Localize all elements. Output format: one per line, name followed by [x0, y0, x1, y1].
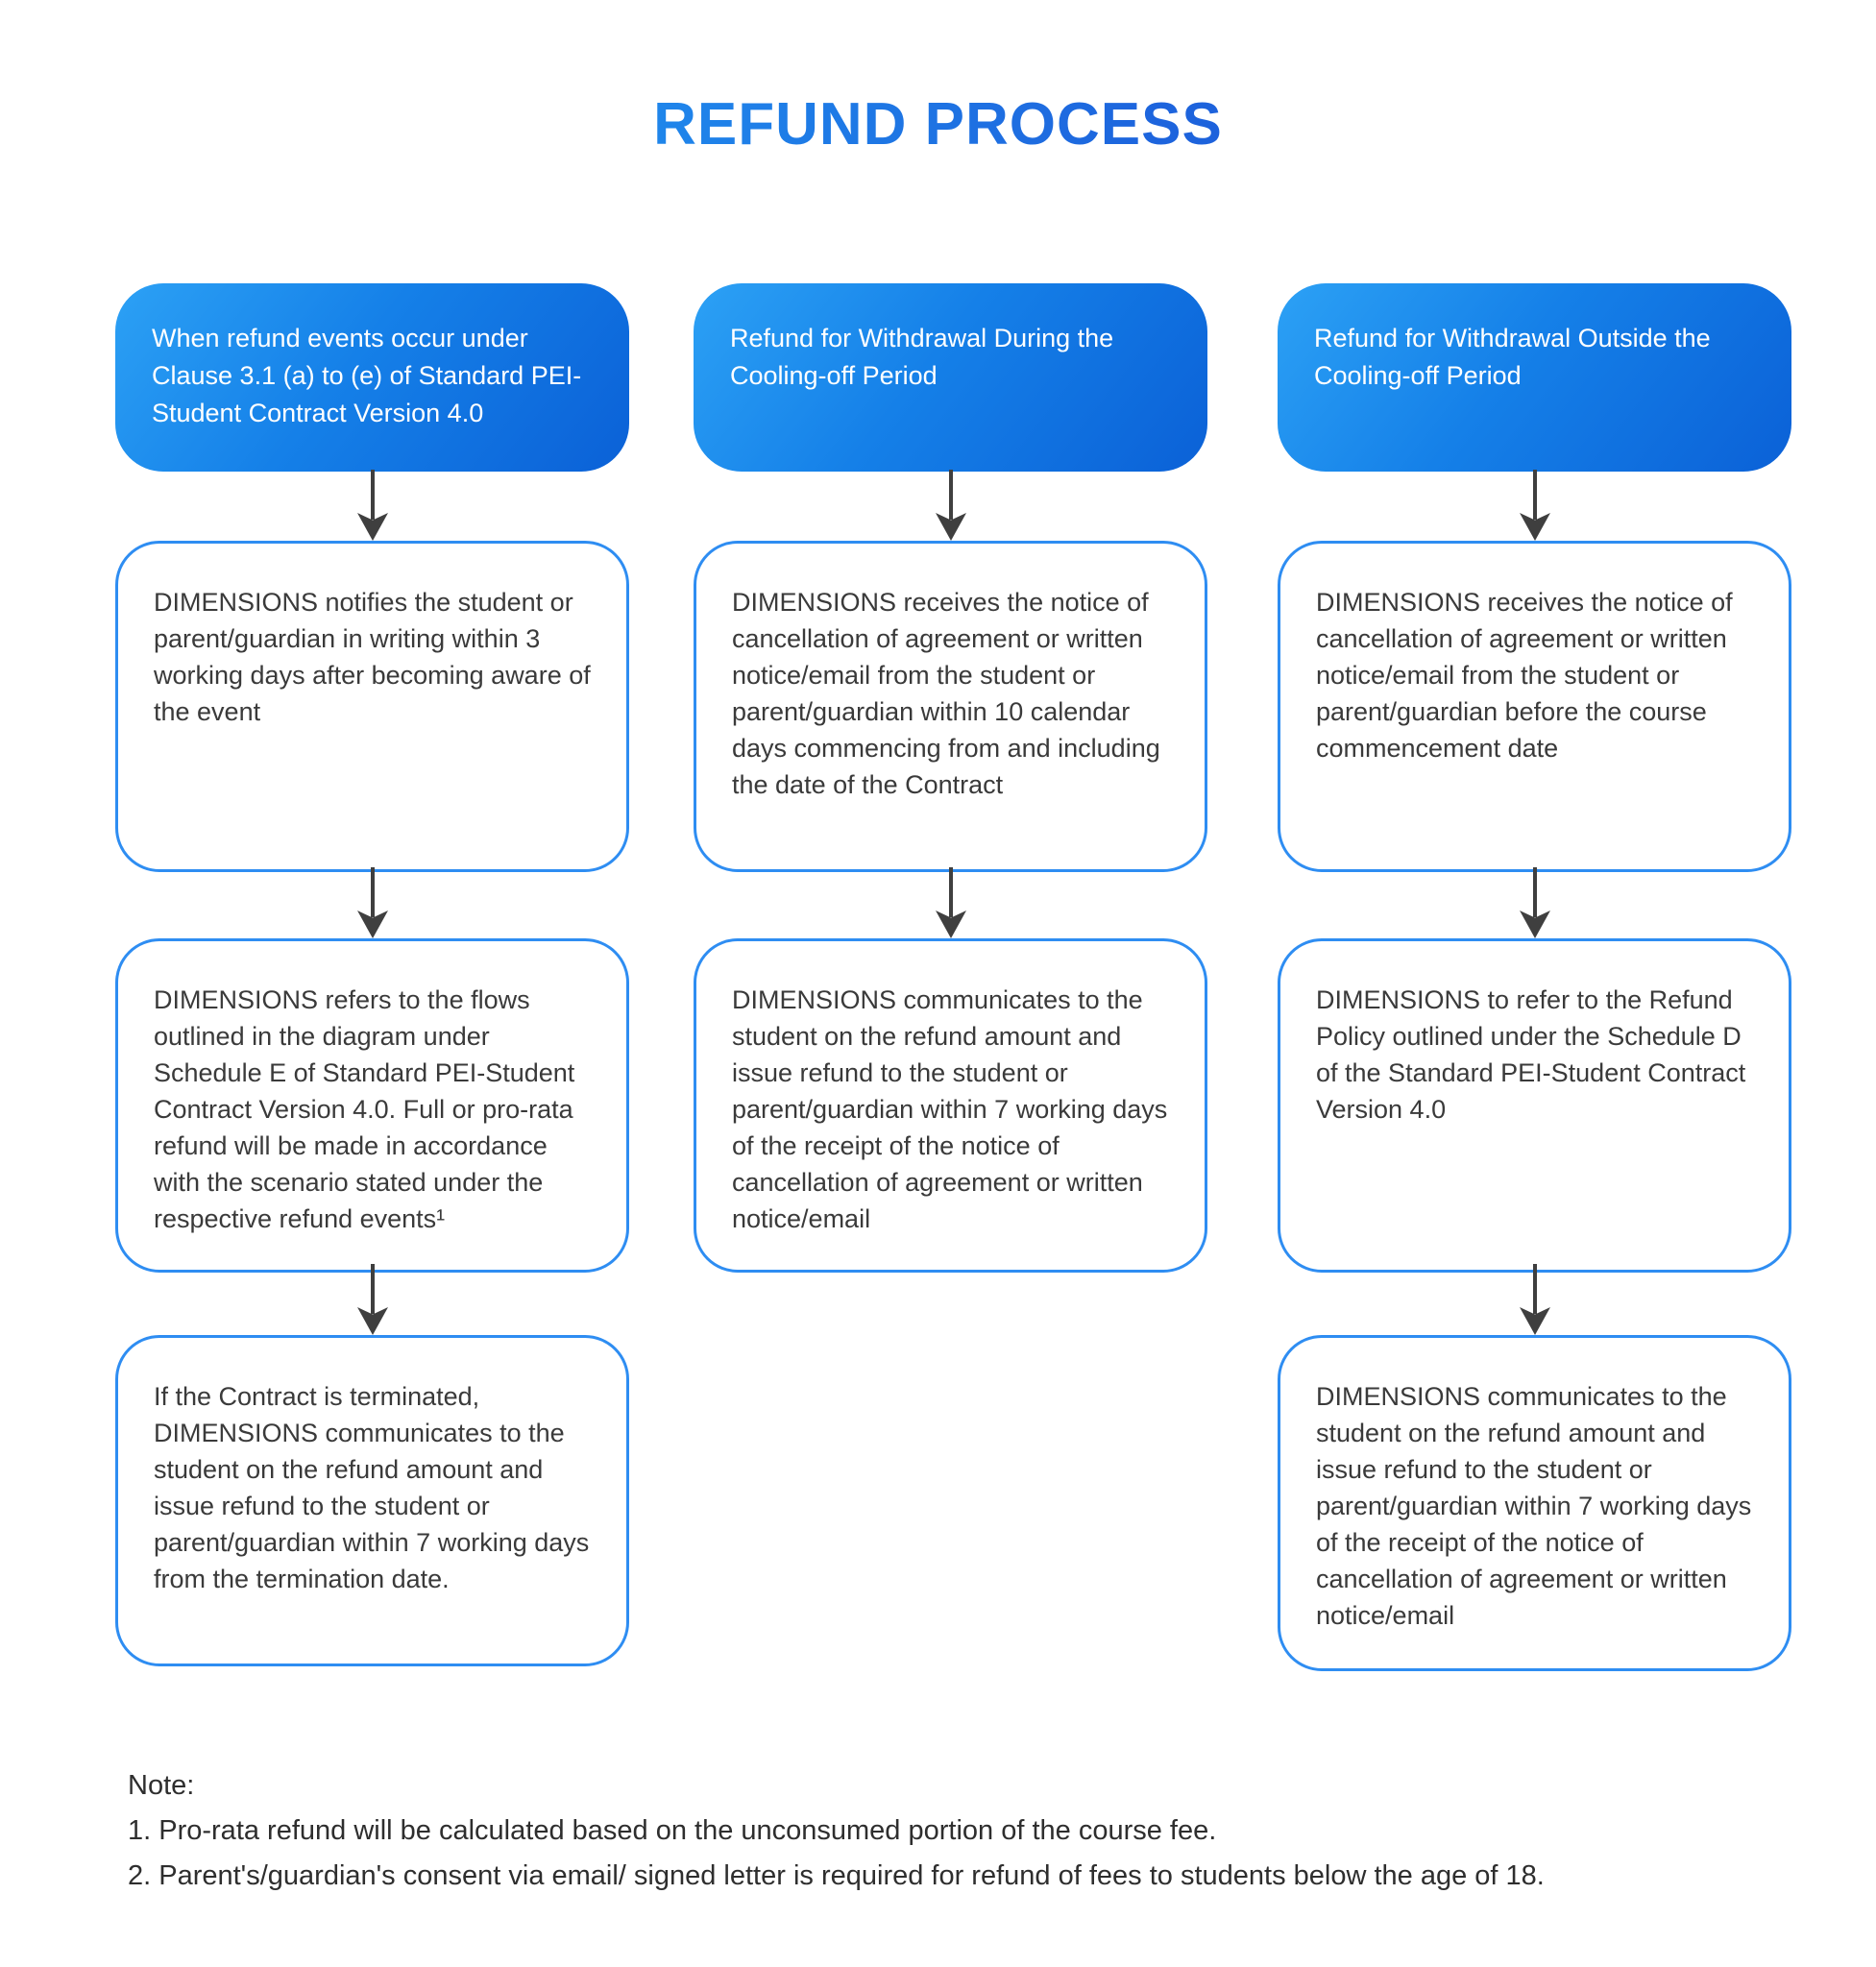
flow-column-withdrawal-outside-cooling-off: Refund for Withdrawal Outside the Coolin…	[1278, 0, 1791, 1967]
down-arrow-icon	[356, 867, 388, 938]
note: Note: 1. Pro-rata refund will be calcula…	[128, 1763, 1761, 1899]
flow-header-text: When refund events occur under Clause 3.…	[152, 324, 582, 427]
down-arrow-icon	[356, 470, 388, 541]
flow-header-text: Refund for Withdrawal Outside the Coolin…	[1314, 324, 1711, 390]
flow-step-text: DIMENSIONS notifies the student or paren…	[154, 588, 591, 726]
flow-step-box: If the Contract is terminated, DIMENSION…	[115, 1335, 629, 1666]
flow-column-withdrawal-during-cooling-off: Refund for Withdrawal During the Cooling…	[694, 0, 1207, 1967]
flow-step-text: DIMENSIONS communicates to the student o…	[1316, 1382, 1752, 1630]
flow-step-text: DIMENSIONS to refer to the Refund Policy…	[1316, 985, 1746, 1124]
flow-step-box: DIMENSIONS notifies the student or paren…	[115, 541, 629, 872]
flow-step-text: DIMENSIONS receives the notice of cancel…	[732, 588, 1160, 799]
down-arrow-icon	[935, 470, 966, 541]
down-arrow-icon	[1519, 470, 1550, 541]
flow-header-box: When refund events occur under Clause 3.…	[115, 283, 629, 472]
flow-step-box: DIMENSIONS to refer to the Refund Policy…	[1278, 938, 1791, 1273]
flow-step-box: DIMENSIONS communicates to the student o…	[1278, 1335, 1791, 1671]
flow-column-refund-events: When refund events occur under Clause 3.…	[115, 0, 629, 1967]
flow-header-box: Refund for Withdrawal During the Cooling…	[694, 283, 1207, 472]
flow-step-box: DIMENSIONS communicates to the student o…	[694, 938, 1207, 1273]
note-item: 1. Pro-rata refund will be calculated ba…	[128, 1815, 1217, 1846]
flow-step-text: If the Contract is terminated, DIMENSION…	[154, 1382, 590, 1593]
page-title: REFUND PROCESS	[0, 90, 1876, 158]
down-arrow-icon	[1519, 867, 1550, 938]
flow-step-box: DIMENSIONS refers to the flows outlined …	[115, 938, 629, 1273]
down-arrow-icon	[356, 1264, 388, 1335]
flow-step-box: DIMENSIONS receives the notice of cancel…	[694, 541, 1207, 872]
flow-step-text: DIMENSIONS refers to the flows outlined …	[154, 985, 575, 1233]
flow-step-text: DIMENSIONS communicates to the student o…	[732, 985, 1168, 1233]
flow-step-text: DIMENSIONS receives the notice of cancel…	[1316, 588, 1733, 763]
note-item: 2. Parent's/guardian's consent via email…	[128, 1860, 1545, 1891]
flow-step-box: DIMENSIONS receives the notice of cancel…	[1278, 541, 1791, 872]
flow-header-box: Refund for Withdrawal Outside the Coolin…	[1278, 283, 1791, 472]
flow-header-text: Refund for Withdrawal During the Cooling…	[730, 324, 1114, 390]
down-arrow-icon	[935, 867, 966, 938]
note-label: Note:	[128, 1770, 195, 1801]
down-arrow-icon	[1519, 1264, 1550, 1335]
